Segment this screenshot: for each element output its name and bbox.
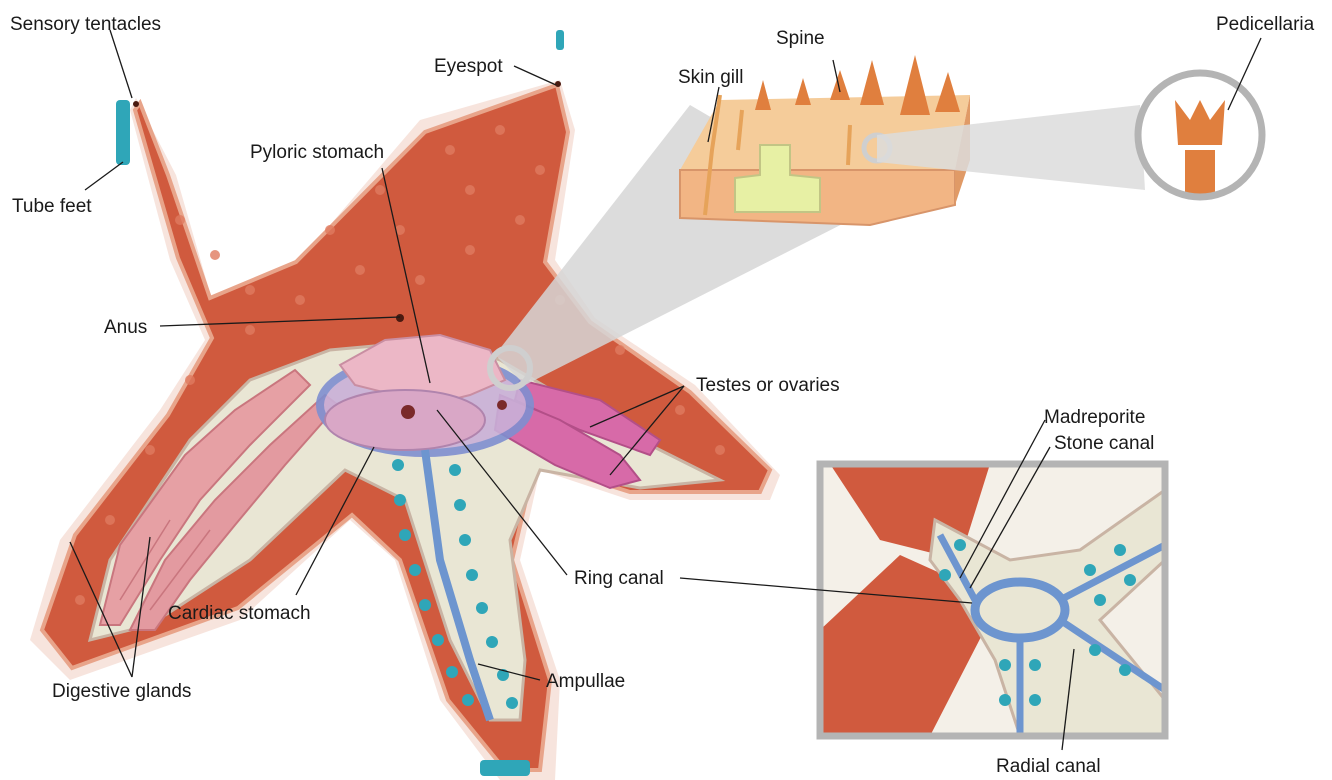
label-tube-feet: Tube feet — [12, 196, 92, 217]
label-cardiac-stomach: Cardiac stomach — [168, 603, 311, 624]
pedicellaria-bubble — [1138, 73, 1262, 210]
label-sensory-tentacles: Sensory tentacles — [10, 14, 161, 35]
label-radial-canal: Radial canal — [996, 756, 1101, 777]
inset-ring-canal — [975, 582, 1065, 638]
label-ring-canal: Ring canal — [574, 568, 664, 589]
label-spine: Spine — [776, 28, 825, 49]
anus-dot — [396, 314, 404, 322]
label-eyespot: Eyespot — [434, 56, 503, 77]
eyespot-dot — [133, 101, 139, 107]
label-ampullae: Ampullae — [546, 671, 625, 692]
label-pyloric-stomach: Pyloric stomach — [250, 142, 384, 163]
side-opening — [497, 400, 507, 410]
label-skin-gill: Skin gill — [678, 67, 743, 88]
label-pedicellaria: Pedicellaria — [1216, 14, 1315, 35]
label-stone-canal: Stone canal — [1054, 433, 1154, 454]
mouth-opening — [401, 405, 415, 419]
label-madreporite: Madreporite — [1044, 407, 1145, 428]
water-vascular-inset — [820, 464, 1165, 736]
label-digestive-glands: Digestive glands — [52, 681, 191, 702]
label-testes-or-ovaries: Testes or ovaries — [696, 375, 840, 396]
label-anus: Anus — [104, 317, 147, 338]
eyespot-dot-2 — [555, 81, 561, 87]
